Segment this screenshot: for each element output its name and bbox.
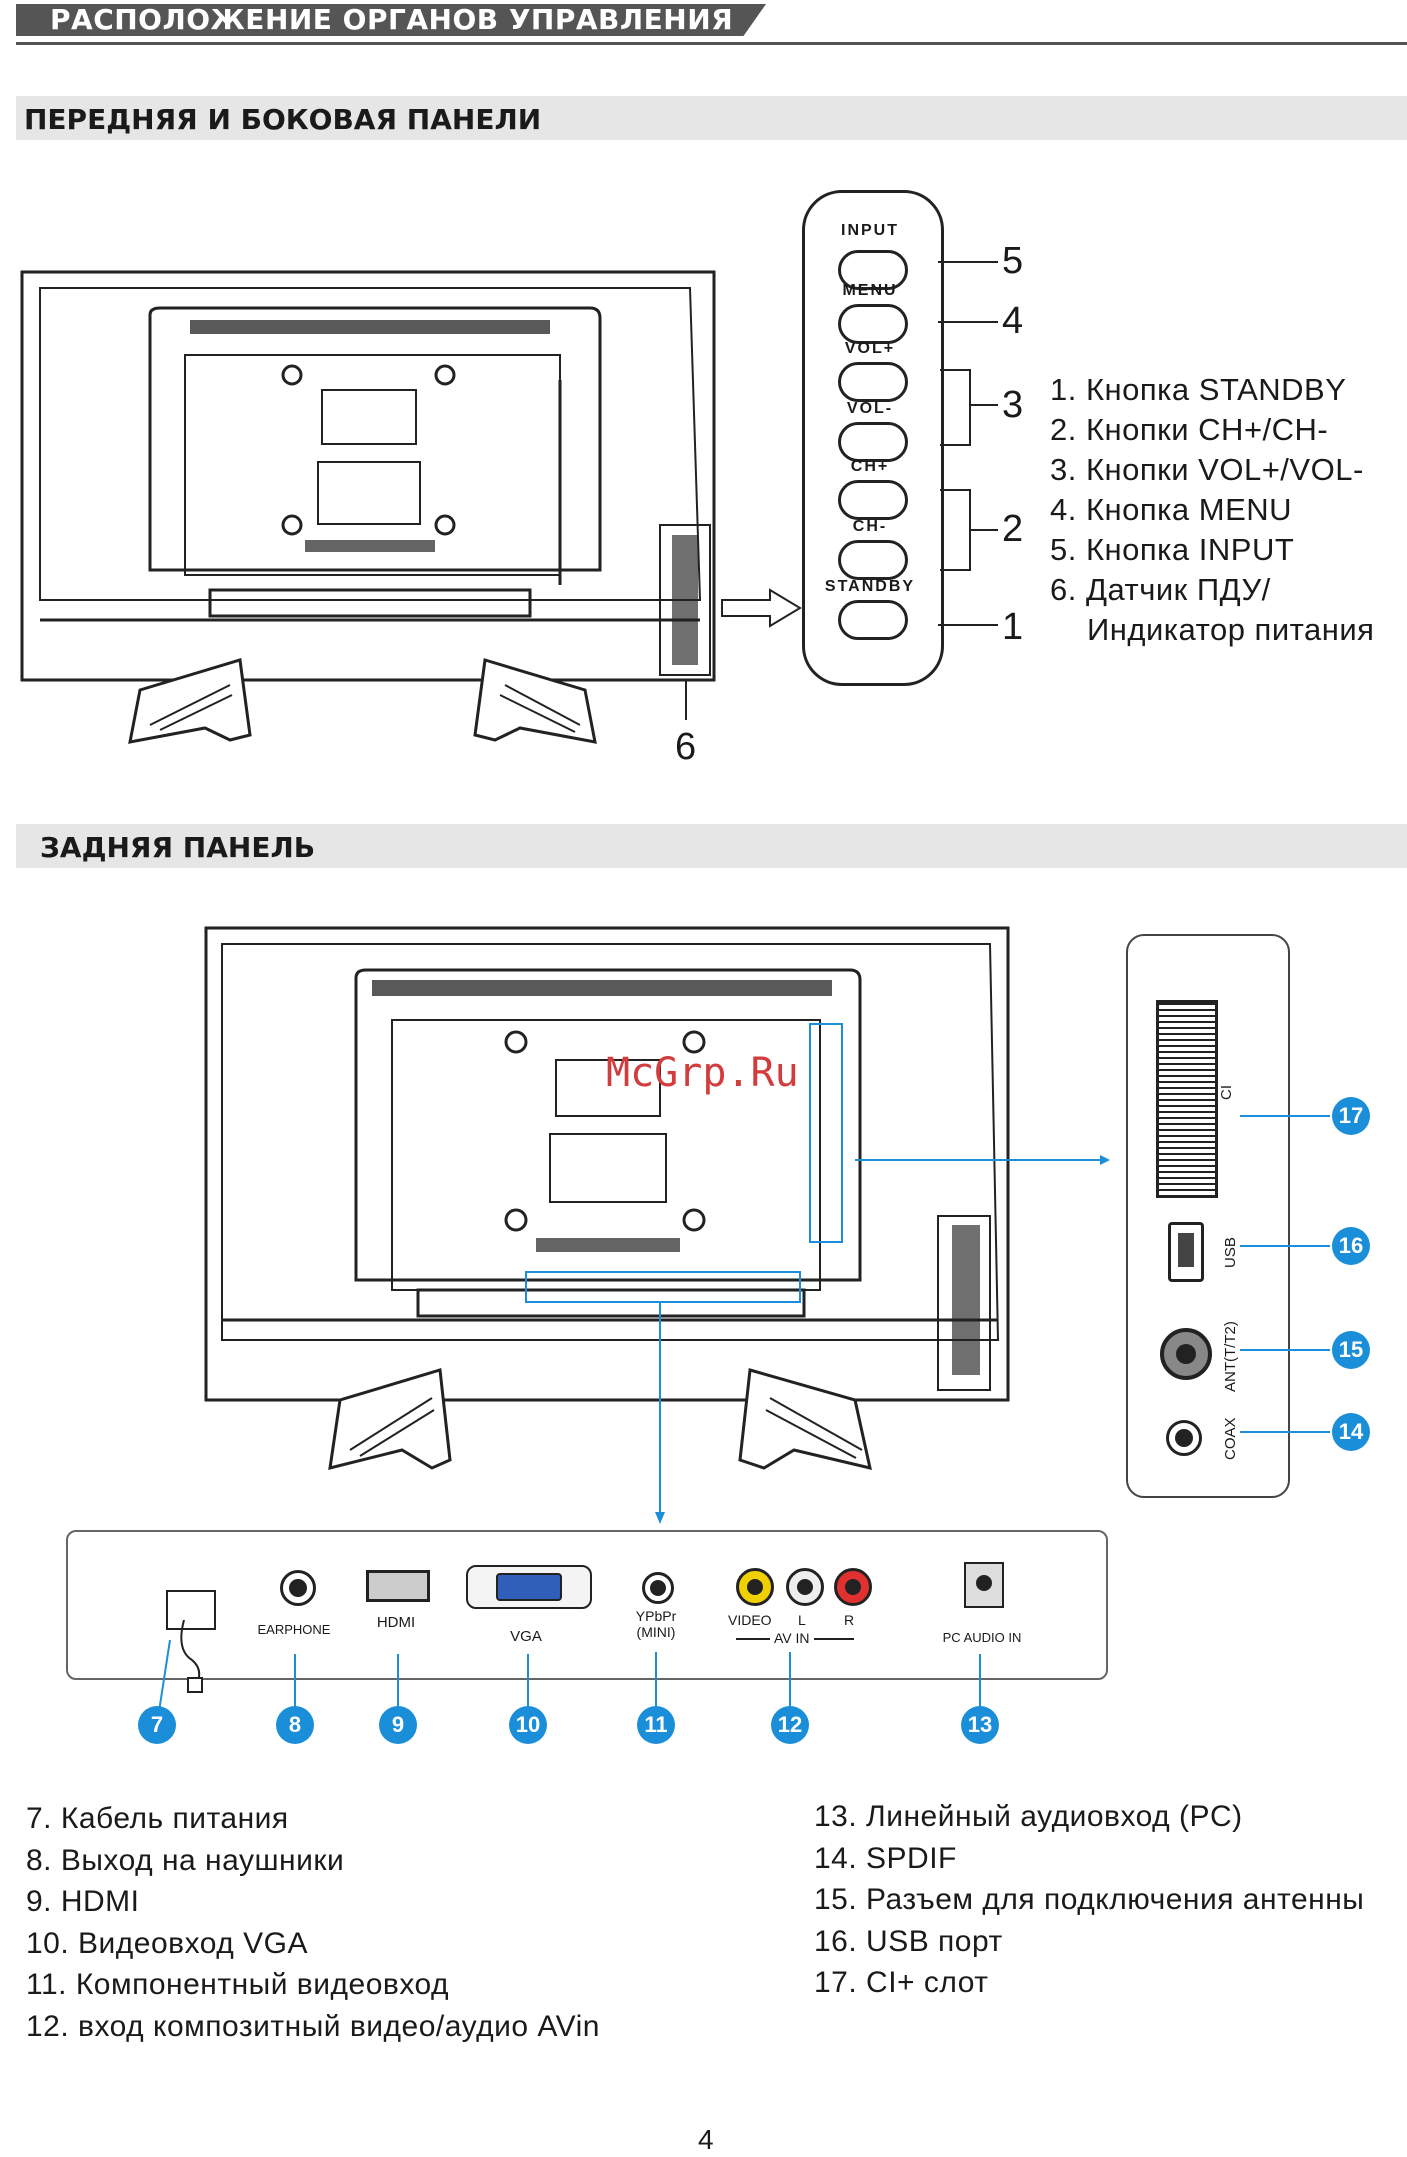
label-mini: (MINI) — [636, 1624, 676, 1640]
callout-2: 2 — [1002, 508, 1024, 550]
front-legend-item: 2. Кнопки CH+/CH- — [1050, 412, 1329, 447]
ch-plus-button[interactable] — [838, 480, 908, 520]
rear-legend-item: 8. Выход на наушники — [26, 1843, 345, 1877]
label-standby: STANDBY — [824, 578, 916, 595]
label-ch-minus: CH- — [852, 518, 888, 535]
vol-plus-button[interactable] — [838, 362, 908, 402]
badge-15: 15 — [1332, 1331, 1370, 1369]
label-coax: COAX — [1222, 1417, 1239, 1460]
badge-11: 11 — [637, 1706, 675, 1744]
label-ypbpr: YPbPr — [635, 1608, 677, 1624]
rear-legend-left: 7. Кабель питания 8. Выход на наушники 9… — [26, 1798, 600, 2047]
bottom-port-leaders — [157, 1640, 981, 1719]
label-earphone: EARPHONE — [257, 1622, 331, 1637]
rear-legend-item: 14. SPDIF — [814, 1841, 957, 1875]
bottom-port-panel — [66, 1530, 1108, 1680]
label-input: INPUT — [841, 222, 899, 239]
callout-4: 4 — [1002, 300, 1024, 342]
badge-17: 17 — [1332, 1097, 1370, 1135]
side-callout-lines — [938, 261, 998, 626]
callout-5: 5 — [1002, 240, 1024, 282]
label-ant: ANT(T/T2) — [1222, 1321, 1239, 1392]
ypbpr-port[interactable] — [642, 1572, 674, 1604]
front-legend-item: 6. Датчик ПДУ/ — [1050, 572, 1271, 607]
label-vga: VGA — [510, 1628, 542, 1645]
header-rule — [16, 42, 1407, 45]
rear-legend-item: 15. Разъем для подключения антенны — [814, 1883, 1365, 1916]
label-pcaudio: PC AUDIO IN — [942, 1630, 1022, 1645]
rear-legend-item: 13. Линейный аудиовход (PC) — [814, 1800, 1243, 1833]
watermark: McGrp.Ru — [606, 1050, 799, 1096]
front-legend-item: 4. Кнопка MENU — [1050, 492, 1293, 527]
header-title: РАСПОЛОЖЕНИЕ ОРГАНОВ УПРАВЛЕНИЯ — [50, 3, 734, 36]
badge-13: 13 — [961, 1706, 999, 1744]
side-button-panel — [802, 190, 944, 686]
usb-port[interactable] — [1168, 1222, 1204, 1282]
rear-legend-item: 9. HDMI — [26, 1885, 140, 1918]
section-front-heading: ПЕРЕДНЯЯ И БОКОВАЯ ПАНЕЛИ — [16, 96, 1407, 140]
power-plug-icon — [180, 1620, 203, 1693]
side-port-panel — [1126, 934, 1290, 1498]
hdmi-port[interactable] — [366, 1570, 430, 1602]
rear-legend-item: 11. Компонентный видеовход — [26, 1968, 450, 2001]
av-right-port[interactable] — [834, 1568, 872, 1606]
label-vol-plus: VOL+ — [844, 340, 896, 357]
page-header: РАСПОЛОЖЕНИЕ ОРГАНОВ УПРАВЛЕНИЯ — [16, 4, 766, 36]
av-video-port[interactable] — [736, 1568, 774, 1606]
badge-8: 8 — [276, 1706, 314, 1744]
label-ypbpr-block: YPbPr (MINI) — [606, 1608, 706, 1640]
section-rear-heading: ЗАДНЯЯ ПАНЕЛЬ — [16, 824, 1407, 868]
front-legend-item: Индикатор питания — [1087, 612, 1375, 647]
side-port-leaders — [1240, 1115, 1330, 1433]
label-video: VIDEO — [728, 1612, 772, 1628]
callout-1: 1 — [1002, 606, 1024, 648]
rear-legend-item: 7. Кабель питания — [26, 1802, 289, 1835]
ci-slot[interactable] — [1156, 1000, 1218, 1198]
standby-button[interactable] — [838, 600, 908, 640]
badge-12: 12 — [771, 1706, 809, 1744]
rear-legend-item: 12. вход композитный видео/аудио AVin — [26, 2009, 600, 2043]
callout-3: 3 — [1002, 384, 1024, 426]
front-legend-item: 1. Кнопка STANDBY — [1050, 372, 1347, 407]
vga-port[interactable] — [466, 1565, 592, 1609]
label-ch-plus: CH+ — [850, 458, 890, 475]
rear-legend-item: 16. USB порт — [814, 1924, 1003, 1958]
power-cable-box — [166, 1590, 216, 1630]
ch-minus-button[interactable] — [838, 540, 908, 580]
label-ci: CI — [1218, 1085, 1235, 1100]
label-r: R — [844, 1612, 855, 1628]
earphone-port[interactable] — [280, 1570, 316, 1606]
av-left-port[interactable] — [786, 1568, 824, 1606]
front-legend-item: 5. Кнопка INPUT — [1050, 532, 1295, 567]
pc-audio-port[interactable] — [964, 1562, 1004, 1608]
rear-legend-item: 10. Видеовход VGA — [26, 1926, 309, 1960]
coax-port[interactable] — [1166, 1420, 1202, 1456]
antenna-port[interactable] — [1160, 1328, 1212, 1380]
label-menu: MENU — [842, 282, 898, 299]
page-number: 4 — [698, 2124, 714, 2155]
badge-16: 16 — [1332, 1227, 1370, 1265]
rear-legend-item: 17. CI+ слот — [814, 1966, 989, 1999]
input-button[interactable] — [838, 250, 908, 290]
badge-10: 10 — [509, 1706, 547, 1744]
badge-7: 7 — [138, 1706, 176, 1744]
front-legend-item: 3. Кнопки VOL+/VOL- — [1050, 452, 1364, 487]
rear-legend-right: 13. Линейный аудиовход (PC) 14. SPDIF 15… — [814, 1796, 1364, 2004]
menu-button[interactable] — [838, 304, 908, 344]
label-hdmi: HDMI — [376, 1614, 416, 1631]
badge-14: 14 — [1332, 1413, 1370, 1451]
label-avin: AV IN — [770, 1630, 814, 1646]
label-vol-minus: VOL- — [846, 400, 894, 417]
section-front-title: ПЕРЕДНЯЯ И БОКОВАЯ ПАНЕЛИ — [24, 103, 542, 136]
rear-tv-illustration — [204, 926, 1110, 1524]
section-rear-title: ЗАДНЯЯ ПАНЕЛЬ — [40, 831, 316, 864]
callout-6: 6 — [675, 726, 697, 768]
label-usb: USB — [1222, 1237, 1239, 1268]
front-tv-illustration — [20, 270, 802, 744]
vol-minus-button[interactable] — [838, 422, 908, 462]
front-legend-list: 1. Кнопка STANDBY 2. Кнопки CH+/CH- 3. К… — [1050, 370, 1374, 650]
label-l: L — [798, 1612, 806, 1628]
badge-9: 9 — [379, 1706, 417, 1744]
